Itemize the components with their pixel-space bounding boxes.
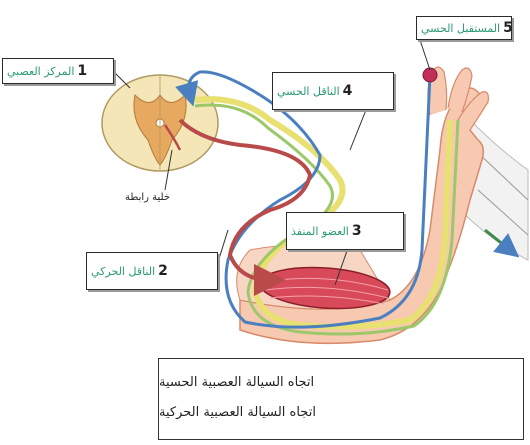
legend: اتجاه السيالة العصبية الحسية اتجاه السيا… <box>158 358 524 440</box>
label-text: الناقل الحركي <box>91 265 155 278</box>
label-number: 1 <box>77 63 87 79</box>
label-number: 2 <box>158 263 168 279</box>
label-text: الناقل الحسي <box>277 85 340 98</box>
spinal-cord-section <box>102 75 218 171</box>
legend-sensory-text: اتجاه السيالة العصبية الحسية <box>159 375 314 390</box>
label-number: 4 <box>343 83 353 99</box>
legend-motor-text: اتجاه السيالة العصبية الحركية <box>159 405 316 420</box>
receptor-dot <box>423 68 437 82</box>
label-text: المركز العصبي <box>7 65 74 78</box>
label-motor-neuron: 2 الناقل الحركي <box>86 252 218 290</box>
label-nervous-center: 1 المركز العصبي <box>2 58 114 84</box>
label-number: 5 <box>503 20 513 36</box>
label-interneuron: خلية رابطة <box>125 192 170 203</box>
label-number: 3 <box>352 223 362 239</box>
legend-row-motor: اتجاه السيالة العصبية الحركية <box>159 399 523 425</box>
label-sensory-neuron: 4 الناقل الحسي <box>272 72 394 110</box>
label-text: العضو المنفذ <box>291 225 349 238</box>
label-text: المستقبل الحسي <box>421 22 500 35</box>
label-effector: 3 العضو المنفذ <box>286 212 404 250</box>
label-sensory-receptor: 5 المستقبل الحسي <box>416 16 512 40</box>
legend-row-sensory: اتجاه السيالة العصبية الحسية <box>159 369 523 395</box>
